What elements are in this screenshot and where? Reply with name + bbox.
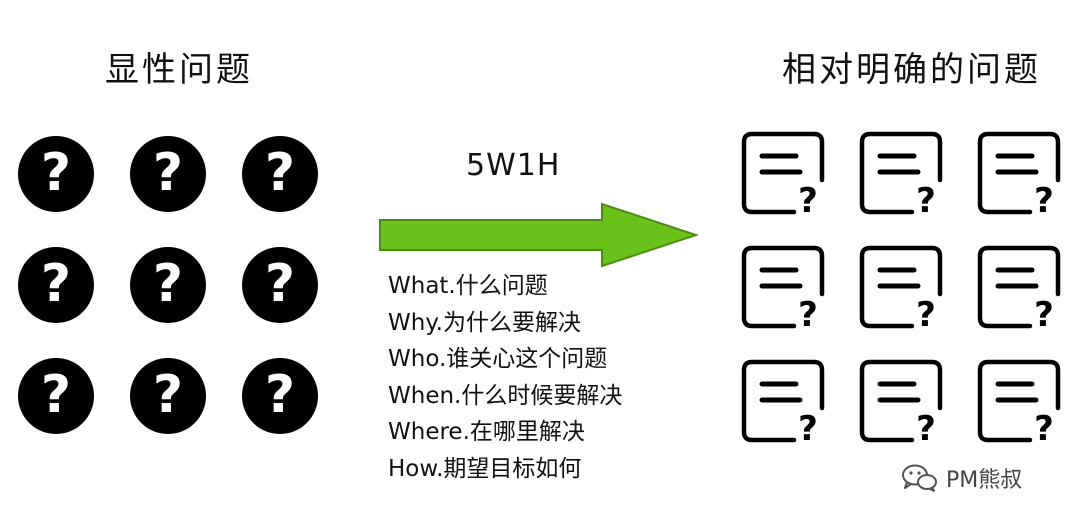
left-heading: 显性问题 <box>105 50 253 90</box>
watermark: PM熊叔 <box>900 462 1022 494</box>
question-circle-icon: ? <box>130 247 206 323</box>
question-where: Where.在哪里解决 <box>388 419 585 445</box>
question-mark: ? <box>40 365 72 425</box>
question-what: What.什么问题 <box>388 273 548 299</box>
right-heading: 相对明确的问题 <box>782 50 1041 90</box>
svg-text:?: ? <box>1034 409 1054 444</box>
question-circle-icon: ? <box>18 136 94 212</box>
document-question-icon: ? <box>976 130 1062 216</box>
question-circle-icon: ? <box>18 358 94 434</box>
document-question-icon: ? <box>858 358 944 444</box>
question-mark: ? <box>264 143 296 203</box>
question-how: How.期望目标如何 <box>388 455 582 482</box>
question-circle-icon: ? <box>242 136 318 212</box>
question-mark: ? <box>264 254 296 314</box>
document-question-grid: ? ? ? ? ? <box>740 130 1080 450</box>
question-circle-icon: ? <box>130 358 206 434</box>
question-mark: ? <box>152 143 184 203</box>
question-who: Who.谁关心这个问题 <box>388 346 608 372</box>
svg-text:?: ? <box>798 295 818 330</box>
svg-text:?: ? <box>798 181 818 216</box>
question-mark: ? <box>40 254 72 314</box>
question-why: Why.为什么要解决 <box>388 309 581 336</box>
document-question-icon: ? <box>740 244 826 330</box>
arrow-shape <box>379 202 700 268</box>
question-circle-icon: ? <box>18 247 94 323</box>
question-when: When.什么时候要解决 <box>388 382 623 409</box>
wechat-icon <box>902 464 937 492</box>
svg-text:?: ? <box>1034 181 1054 216</box>
watermark-text: PM熊叔 <box>946 468 1023 493</box>
question-mark: ? <box>152 254 184 314</box>
document-question-icon: ? <box>740 130 826 216</box>
document-question-icon: ? <box>858 244 944 330</box>
question-circle-grid: ? ? ? ? ? ? ? ? ? <box>18 136 318 438</box>
method-title: 5W1H <box>466 148 561 183</box>
question-circle-icon: ? <box>130 136 206 212</box>
question-mark: ? <box>40 143 72 203</box>
question-circle-icon: ? <box>242 247 318 323</box>
svg-text:?: ? <box>916 295 936 330</box>
document-question-icon: ? <box>858 130 944 216</box>
svg-text:?: ? <box>1034 295 1054 330</box>
svg-text:?: ? <box>916 181 936 216</box>
document-question-icon: ? <box>740 358 826 444</box>
question-mark: ? <box>264 365 296 425</box>
question-circle-icon: ? <box>242 358 318 434</box>
svg-text:?: ? <box>798 409 818 444</box>
document-question-icon: ? <box>976 358 1062 444</box>
svg-text:?: ? <box>916 409 936 444</box>
document-question-icon: ? <box>976 244 1062 330</box>
right-arrow-icon <box>379 202 700 268</box>
question-list: What.什么问题 Why.为什么要解决 Who.谁关心这个问题 When.什么… <box>388 268 622 487</box>
question-mark: ? <box>152 365 184 425</box>
